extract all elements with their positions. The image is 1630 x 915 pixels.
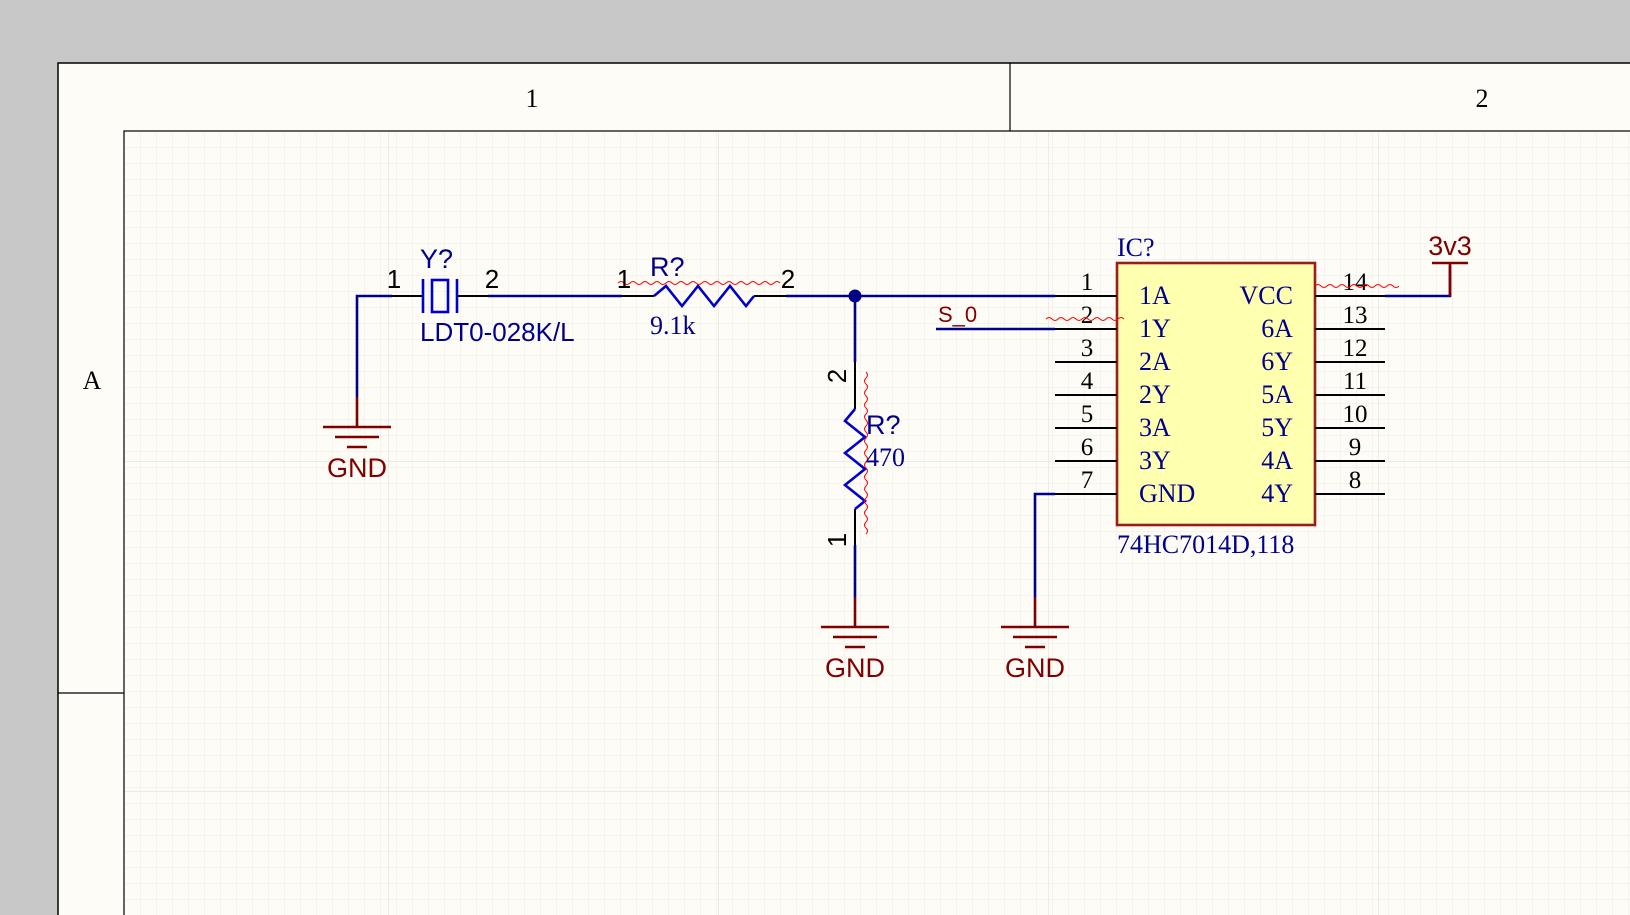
ic-designator: IC? — [1117, 233, 1155, 262]
power-port-gnd-ic[interactable]: GND — [1001, 597, 1069, 683]
ic-pin-name-5: 3A — [1139, 413, 1171, 442]
ic-pin-number-6: 6 — [1081, 434, 1094, 461]
r-series-error-squiggle — [617, 281, 781, 285]
ic-pin-number-8: 8 — [1349, 467, 1362, 494]
ic-pin-number-14: 14 — [1343, 269, 1369, 296]
ic-pin-name-8: 4Y — [1261, 479, 1293, 508]
ic-pin-name-10: 5Y — [1261, 413, 1293, 442]
drawing-area-grid-major — [124, 131, 1630, 915]
ic-pin-name-11: 5A — [1261, 380, 1293, 409]
ic-pin2-error-squiggle — [1045, 317, 1125, 321]
vcc-label: 3v3 — [1428, 231, 1472, 261]
r-shunt-designator: R? — [866, 410, 901, 440]
r-shunt-zigzag — [842, 408, 868, 511]
ic-pins: 1 1A 2 1Y 3 2A 4 2Y 5 3A 6 3Y 7 GND 14 VCC 13 6A 12 6Y 11 5A 1… — [1055, 269, 1385, 508]
crystal-pin2-number: 2 — [485, 264, 499, 294]
r-series-pin2-number: 2 — [781, 264, 795, 294]
net-label-s0[interactable]: S_0 — [938, 302, 977, 327]
ic-pin-number-13: 13 — [1343, 302, 1368, 329]
ic-symbol[interactable]: IC? 74HC7014D,118 1 1A 2 1Y 3 2A 4 2Y 5 3A 6 3Y 7 GND… — [1045, 233, 1400, 559]
crystal-designator: Y? — [420, 244, 453, 274]
ic-pin-name-3: 2A — [1139, 347, 1171, 376]
power-port-gnd-r-shunt[interactable]: GND — [821, 597, 889, 683]
ic-pin-number-9: 9 — [1349, 434, 1362, 461]
gnd-label: GND — [1005, 653, 1065, 683]
crystal-pin1-number: 1 — [387, 264, 401, 294]
gnd-label: GND — [825, 653, 885, 683]
gnd-label: GND — [327, 453, 387, 483]
power-port-3v3[interactable]: 3v3 — [1428, 231, 1472, 296]
ic-pin-number-3: 3 — [1081, 335, 1094, 362]
drawing-area-border — [123, 130, 1630, 915]
ic-pin-number-12: 12 — [1343, 335, 1368, 362]
gnd-ports: GND GND GND — [323, 397, 1069, 683]
junction-dot — [848, 289, 862, 303]
ic-pin-name-12: 6Y — [1261, 347, 1293, 376]
ic-pin-name-9: 4A — [1261, 446, 1293, 475]
ic-part-number: 74HC7014D,118 — [1117, 530, 1294, 559]
crystal-body — [430, 278, 450, 314]
wire-gnd-to-crystal[interactable] — [355, 294, 392, 397]
crystal-value: LDT0-028K/L — [420, 317, 575, 347]
r-shunt-error-squiggle — [864, 371, 868, 535]
ic-pin-name-4: 2Y — [1139, 380, 1171, 409]
resistor-shunt[interactable]: 2 1 R? 470 — [822, 362, 905, 547]
ic-pin-name-6: 3Y — [1139, 446, 1171, 475]
ic-pin14-error-squiggle — [1314, 284, 1400, 288]
r-series-designator: R? — [650, 252, 685, 282]
ic-body — [1115, 261, 1317, 527]
ic-pin-number-1: 1 — [1081, 269, 1094, 296]
net-label-s0-text: S_0 — [938, 302, 977, 327]
ic-pin-number-2: 2 — [1081, 302, 1094, 329]
zone-label-col-2: 2 — [1476, 84, 1489, 113]
ic-pin-name-1: 1A — [1139, 281, 1171, 310]
ic-pin-number-4: 4 — [1081, 368, 1094, 395]
ic-pin-name-7: GND — [1139, 479, 1195, 508]
ic-pin-name-13: 6A — [1261, 314, 1293, 343]
wires — [355, 266, 1452, 597]
ic-pin-name-14: VCC — [1240, 281, 1293, 310]
ic-pin-number-11: 11 — [1343, 368, 1367, 395]
power-port-gnd-crystal[interactable]: GND — [323, 397, 391, 483]
ic-pin-number-5: 5 — [1081, 401, 1094, 428]
r-series-pin1-number: 1 — [617, 264, 631, 294]
r-shunt-pin1-number: 1 — [822, 533, 852, 547]
r-series-value: 9.1k — [650, 311, 696, 340]
resistor-series[interactable]: 1 2 R? 9.1k — [617, 252, 795, 340]
r-shunt-value: 470 — [866, 443, 905, 472]
zone-label-row-a: A — [83, 366, 102, 395]
sheet: 1 2 A — [57, 62, 1630, 915]
r-shunt-pin2-number: 2 — [822, 369, 852, 383]
r-series-zigzag — [653, 283, 756, 309]
ic-pin-name-2: 1Y — [1139, 314, 1171, 343]
ic-pin-number-10: 10 — [1343, 401, 1368, 428]
zone-label-col-1: 1 — [526, 84, 539, 113]
crystal-symbol[interactable]: 1 2 Y? LDT0-028K/L — [387, 244, 575, 347]
wire-ic-gnd[interactable] — [1033, 492, 1055, 597]
ic-pin-number-7: 7 — [1081, 467, 1094, 494]
